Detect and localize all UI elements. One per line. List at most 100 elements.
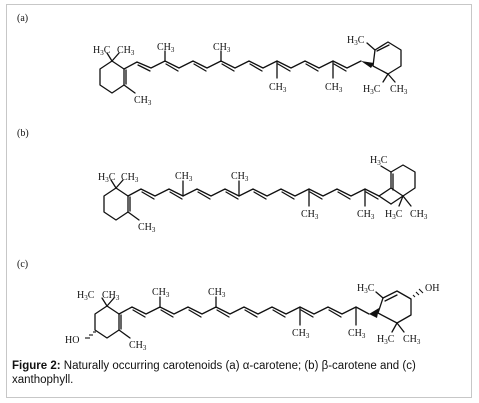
double-bond — [188, 309, 202, 318]
atom-label-ch3: CH3 — [175, 171, 193, 183]
methyl-bond — [387, 73, 396, 83]
atom-label-ch3: CH3 — [403, 334, 421, 346]
atom-label-ch3: CH3 — [357, 209, 375, 221]
ring-bond — [103, 187, 129, 221]
double-bond — [328, 309, 342, 318]
methyl-bond — [101, 297, 108, 307]
atom-label-ch3: CH3 — [121, 172, 139, 184]
atom-label-ch3: CH3 — [117, 45, 135, 57]
atom-label-ch3: CH3 — [134, 95, 152, 107]
ring-bond — [372, 41, 402, 75]
double-bond — [225, 191, 239, 200]
double-bond — [216, 309, 230, 318]
double-bond — [333, 63, 347, 72]
double-bond — [197, 191, 211, 200]
atom-label-ch3: CH3 — [231, 171, 249, 183]
panel-label-c: (c) — [17, 259, 28, 270]
ring-bond — [94, 305, 120, 339]
methyl-bond — [380, 165, 392, 173]
atom-label-ch3: CH3 — [129, 340, 147, 352]
atom-label-ch3: CH3 — [102, 290, 120, 302]
methyl-bond — [391, 322, 398, 333]
atom-label-h3c: H3C — [377, 334, 395, 346]
double-bond — [160, 309, 174, 318]
methyl-bond — [115, 179, 124, 189]
atom-label-ch3: CH3 — [390, 84, 408, 96]
caption-label: Figure 2: — [12, 360, 61, 372]
wedge-bond — [361, 61, 374, 68]
atom-label-oh: OH — [425, 283, 439, 294]
ring-bond — [390, 195, 404, 205]
hash-bond — [412, 294, 416, 298]
double-bond — [169, 191, 183, 200]
atom-label-ho: HO — [65, 335, 79, 346]
atom-label-ch3: CH3 — [208, 287, 226, 299]
atom-label-ch3: CH3 — [269, 82, 287, 94]
ring-bond — [378, 164, 416, 197]
atom-label-ch3: CH3 — [348, 328, 366, 340]
methyl-bond — [366, 42, 376, 51]
atom-label-ch3: CH3 — [152, 287, 170, 299]
hash-bond — [415, 291, 420, 296]
double-bond — [249, 63, 263, 72]
methyl-bond — [106, 52, 113, 62]
double-bond — [132, 309, 146, 318]
double-bond — [281, 191, 295, 200]
methyl-bond — [110, 179, 117, 189]
polyene-chain — [123, 60, 362, 70]
double-bond — [337, 191, 351, 200]
hash-bond — [418, 288, 424, 294]
atom-label-h3c: H3C — [357, 283, 375, 295]
atom-label-ch3: CH3 — [325, 82, 343, 94]
double-bond — [277, 63, 291, 72]
panel-label-b: (b) — [17, 128, 29, 139]
caption-text: Naturally occurring carotenoids (a) α-ca… — [12, 360, 416, 386]
double-bond — [165, 63, 179, 72]
double-bond — [365, 191, 379, 200]
ring-double-bond — [376, 44, 390, 52]
atom-label-ch3: CH3 — [301, 209, 319, 221]
atom-label-h3c: H3C — [370, 155, 388, 167]
atom-label-h3c: H3C — [385, 209, 403, 221]
wedge-bond — [369, 308, 379, 318]
atom-label-ch3: CH3 — [213, 42, 231, 54]
double-bond — [244, 309, 258, 318]
methyl-bond — [402, 195, 412, 207]
atom-label-h3c: H3C — [363, 84, 381, 96]
atom-label-h3c: H3C — [98, 172, 116, 184]
methyl-bond — [111, 52, 120, 62]
xanthophyll-structure: H3C CH3 HO CH3 CH3 CH3 CH3 CH3 H3C OH H3… — [65, 283, 439, 352]
double-bond — [272, 309, 286, 318]
methyl-bond — [382, 73, 389, 83]
methyl-bond — [396, 322, 405, 333]
polyene-chain — [118, 306, 370, 315]
atom-label-ch3: CH3 — [410, 209, 428, 221]
methyl-bond — [375, 291, 384, 299]
methyl-bond — [118, 329, 131, 339]
atom-label-h3c: H3C — [347, 35, 365, 47]
ring-double-bond — [384, 294, 398, 302]
double-bond — [221, 63, 235, 72]
methyl-bond — [106, 297, 115, 307]
atom-label-ch3: CH3 — [292, 328, 310, 340]
methyl-bond — [127, 211, 140, 221]
carotenoid-structures: (a) — [17, 13, 439, 352]
double-bond — [305, 63, 319, 72]
double-bond — [193, 63, 207, 72]
double-bond — [309, 191, 323, 200]
figure-caption: Figure 2: Naturally occurring carotenoid… — [12, 359, 472, 387]
figure-panel: (a) — [6, 4, 472, 398]
polyene-chain — [127, 188, 380, 197]
atom-label-ch3: CH3 — [138, 222, 156, 234]
polyene-double-bonds — [137, 64, 151, 72]
panel-label-a: (a) — [17, 13, 28, 24]
methyl-bond — [123, 84, 136, 94]
ring-bond — [378, 195, 392, 205]
beta-carotene-structure: H3C CH3 CH3 CH3 CH3 CH3 CH3 H3C H3C CH3 — [98, 155, 428, 234]
atom-label-h3c: H3C — [93, 45, 111, 57]
atom-label-ch3: CH3 — [157, 42, 175, 54]
ring-bond — [99, 60, 125, 94]
double-bond — [253, 191, 267, 200]
atom-label-h3c: H3C — [77, 290, 95, 302]
double-bond — [300, 309, 314, 318]
